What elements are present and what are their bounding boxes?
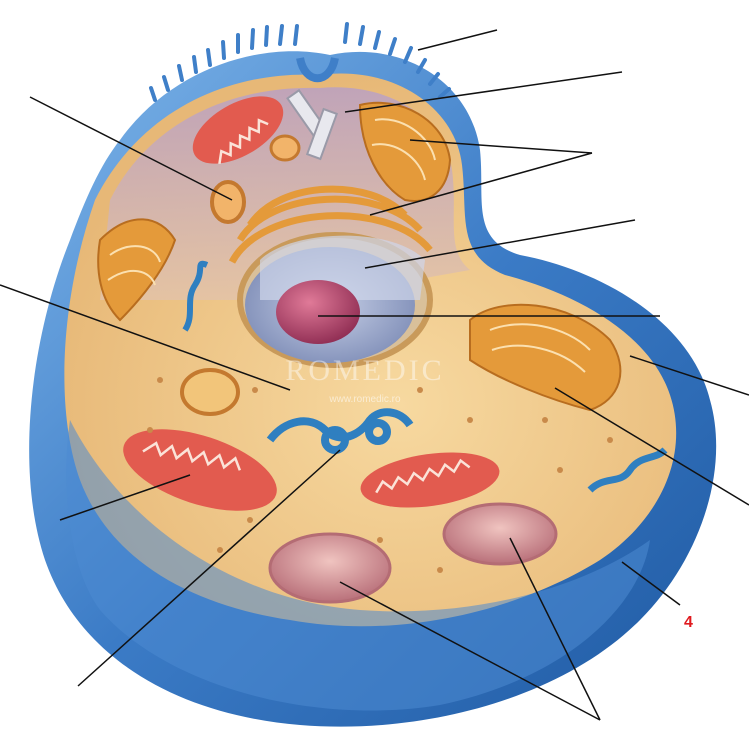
leader-line-vesicle bbox=[29, 96, 233, 201]
smooth-er-center bbox=[266, 408, 414, 454]
golgi-top-right bbox=[358, 101, 452, 202]
leader-line-vacuole-a bbox=[339, 581, 601, 721]
membrane-lip bbox=[66, 420, 650, 711]
leader-line-mitochondrion bbox=[59, 474, 191, 521]
smooth-er-left bbox=[182, 260, 209, 332]
leader-line-ribosome bbox=[0, 284, 291, 391]
mitochondrion-left bbox=[123, 429, 277, 511]
centrioles bbox=[286, 88, 339, 161]
leader-line-golgi-a bbox=[409, 139, 593, 154]
leader-line-smooth-er bbox=[77, 449, 341, 687]
vesicle-top bbox=[210, 180, 246, 224]
leader-line-cytoplasm bbox=[629, 355, 749, 396]
nucleolus bbox=[276, 280, 360, 344]
leader-lines bbox=[0, 29, 749, 721]
leader-line-centrioles bbox=[344, 71, 623, 113]
golgi-right bbox=[469, 303, 622, 412]
membrane-invagination bbox=[296, 56, 339, 83]
leader-line-golgi-b bbox=[369, 152, 593, 216]
vacuole-bottom-left bbox=[268, 532, 392, 604]
vacuole-left bbox=[180, 368, 240, 416]
smooth-er-right bbox=[587, 447, 668, 493]
leader-line-nucleus bbox=[364, 219, 636, 269]
watermark-brand: ROMEDIC bbox=[285, 354, 444, 387]
vacuole-bottom-right bbox=[442, 502, 558, 566]
golgi-left bbox=[97, 218, 177, 322]
label-number-4: 4 bbox=[684, 614, 693, 631]
leader-line-golgi-right bbox=[554, 387, 749, 506]
watermark-url: www.romedic.ro bbox=[328, 394, 401, 405]
rough-er bbox=[228, 185, 433, 264]
leader-line-membrane bbox=[621, 561, 681, 606]
mitochondrion-top bbox=[192, 96, 284, 165]
mitochondrion-right bbox=[360, 452, 500, 508]
leader-line-vacuole-b bbox=[509, 537, 601, 721]
ribosomes bbox=[147, 377, 613, 573]
leader-line-microvilli bbox=[417, 29, 498, 51]
vesicle-small bbox=[269, 134, 301, 162]
microvilli bbox=[149, 22, 451, 102]
